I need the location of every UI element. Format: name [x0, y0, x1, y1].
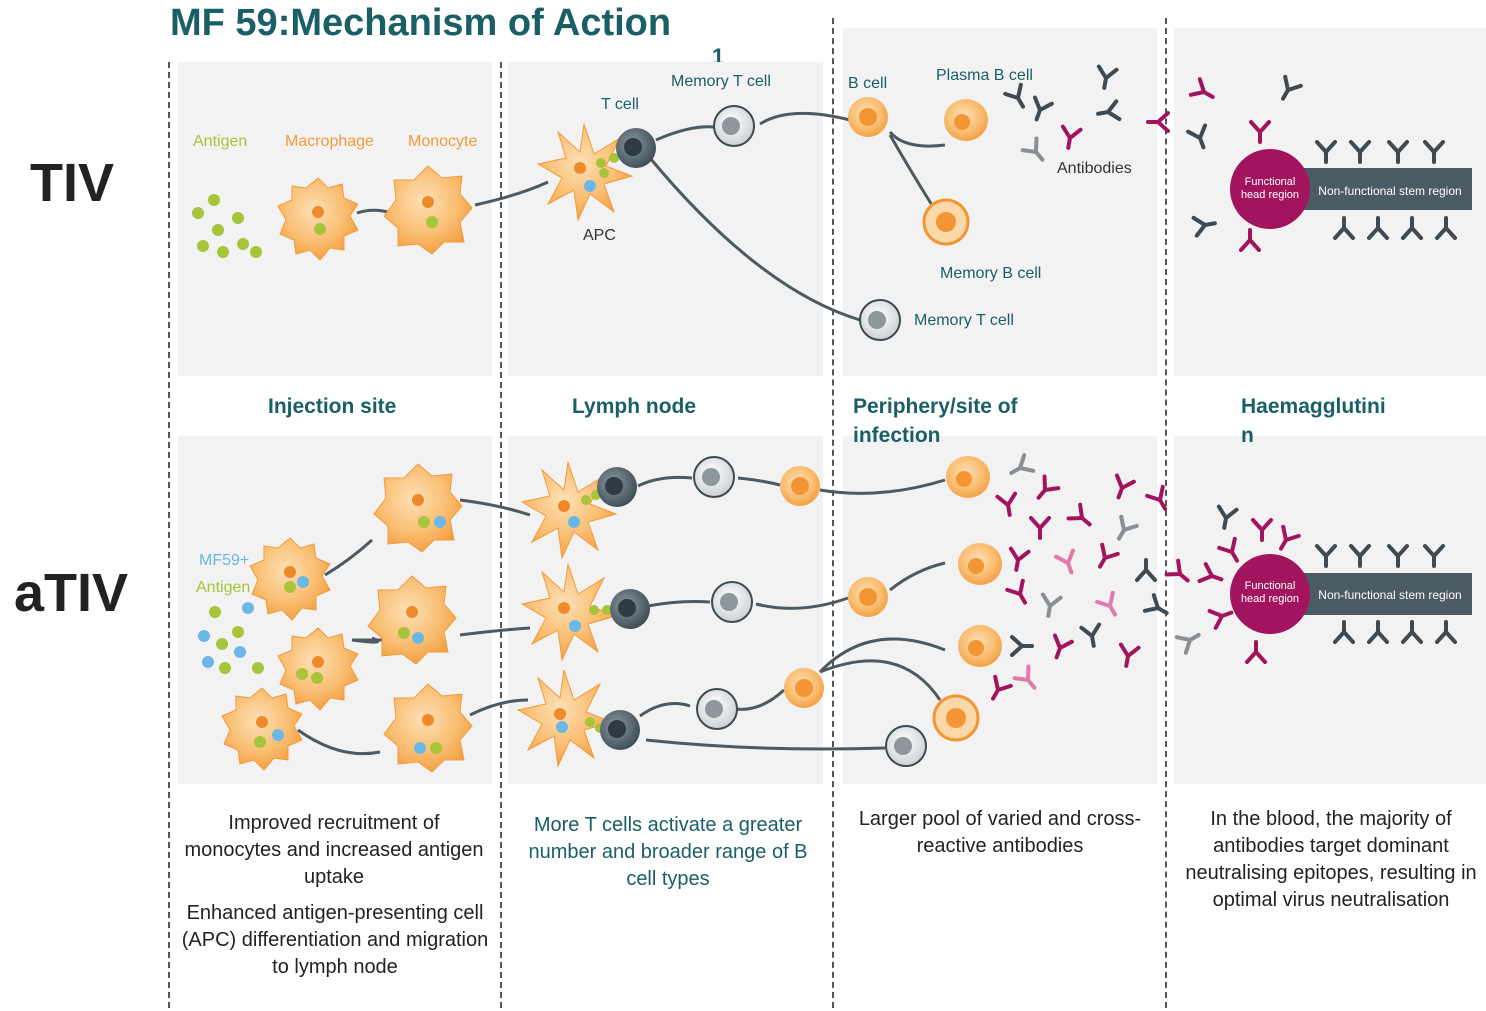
ativ-apc-3	[517, 669, 613, 767]
row-label-tiv: TIV	[30, 153, 115, 213]
tiv-memory-t-cell-bottom	[859, 299, 901, 341]
tiv-haemagglutinin	[1186, 74, 1472, 252]
ativ-macrophage-1	[249, 537, 331, 621]
ativ-memory-t-cell-3	[696, 688, 738, 730]
ativ-monocyte-1	[373, 463, 463, 553]
row-label-ativ: aTIV	[14, 563, 129, 623]
ativ-antigen-cluster	[198, 602, 264, 674]
tiv-memory-b-cell	[922, 198, 970, 246]
label-memory-t-cell-top: Memory T cell	[671, 73, 771, 90]
column-title-haem-line1: Haemagglutini	[1241, 395, 1386, 418]
label-antibodies: Antibodies	[1057, 160, 1132, 177]
divider-left	[168, 62, 170, 1008]
desc-periphery: Larger pool of varied and cross-reactive…	[858, 808, 1142, 857]
label-ativ-antigen: Antigen	[196, 579, 250, 596]
ativ-t-cell-1	[597, 467, 637, 507]
ativ-t-cell-3	[600, 710, 640, 750]
ativ-plasma-b-cell-3	[958, 625, 1002, 667]
page-title: MF 59:Mechanism of Action	[170, 2, 672, 44]
ativ-stem-label: Non-functional stem region	[1318, 588, 1461, 602]
label-apc: APC	[583, 227, 616, 244]
ativ-memory-t-cell-2	[711, 581, 753, 623]
ativ-macrophage-2	[277, 627, 359, 711]
column-title-injection: Injection site	[268, 395, 397, 418]
label-mf59: MF59+	[199, 552, 249, 569]
ativ-plasma-b-cell-2	[958, 543, 1002, 585]
ativ-b-cell-2	[848, 577, 888, 617]
ativ-apc-2	[521, 563, 617, 661]
column-title-haem: Haemagglutini n	[1241, 392, 1386, 450]
panel-ativ-periphery	[843, 436, 1157, 784]
desc-injection-1: Improved recruitment of monocytes and in…	[184, 812, 484, 888]
tiv-monocyte	[383, 165, 473, 255]
label-t-cell: T cell	[601, 96, 639, 113]
divider-3	[1165, 18, 1167, 1008]
desc-injection-2: Enhanced antigen-presenting cell (APC) d…	[181, 902, 489, 978]
tiv-macrophage	[277, 177, 359, 261]
label-memory-t-cell-bottom: Memory T cell	[914, 312, 1014, 329]
ativ-memory-b-cell	[932, 694, 980, 742]
tiv-apc	[537, 123, 633, 221]
divider-1	[500, 62, 502, 1008]
ativ-macrophage-3	[221, 687, 303, 771]
tiv-stem-label: Non-functional stem region	[1318, 184, 1461, 198]
tiv-t-cell	[616, 128, 656, 168]
tiv-connectors	[356, 111, 946, 322]
ativ-plasma-b-cell-1	[946, 456, 990, 498]
ativ-b-cell-3	[784, 668, 824, 708]
ativ-connectors	[297, 475, 946, 756]
label-b-cell: B cell	[848, 75, 887, 92]
label-plasma-b-cell: Plasma B cell	[936, 67, 1033, 84]
column-title-lymph: Lymph node	[572, 395, 697, 418]
ativ-t-cell-2	[610, 589, 650, 629]
tiv-b-cell	[848, 97, 888, 137]
tiv-plasma-b-cell	[944, 99, 988, 141]
tiv-antigen-cluster	[192, 194, 262, 258]
ativ-memory-t-cell-4	[885, 725, 927, 767]
divider-2	[832, 18, 834, 1008]
panel-tiv-lymph	[508, 62, 823, 376]
tiv-memory-t-cell-top	[713, 105, 755, 147]
ativ-b-cell-1	[780, 466, 820, 506]
ativ-monocyte-2	[367, 575, 457, 665]
label-antigen: Antigen	[193, 133, 247, 150]
label-memory-b-cell: Memory B cell	[940, 265, 1041, 282]
column-title-periphery: Periphery/site of infection	[853, 395, 1018, 447]
ativ-antibodies	[983, 453, 1175, 706]
desc-haem: In the blood, the majority of antibodies…	[1185, 808, 1477, 911]
ativ-monocyte-3	[383, 683, 473, 773]
column-title-haem-line2: n	[1241, 424, 1254, 447]
ativ-haemagglutinin	[1164, 504, 1472, 664]
desc-lymph: More T cells activate a greater number a…	[528, 814, 808, 890]
label-macrophage: Macrophage	[285, 133, 374, 150]
ativ-memory-t-cell-1	[693, 456, 735, 498]
label-monocyte: Monocyte	[408, 133, 477, 150]
